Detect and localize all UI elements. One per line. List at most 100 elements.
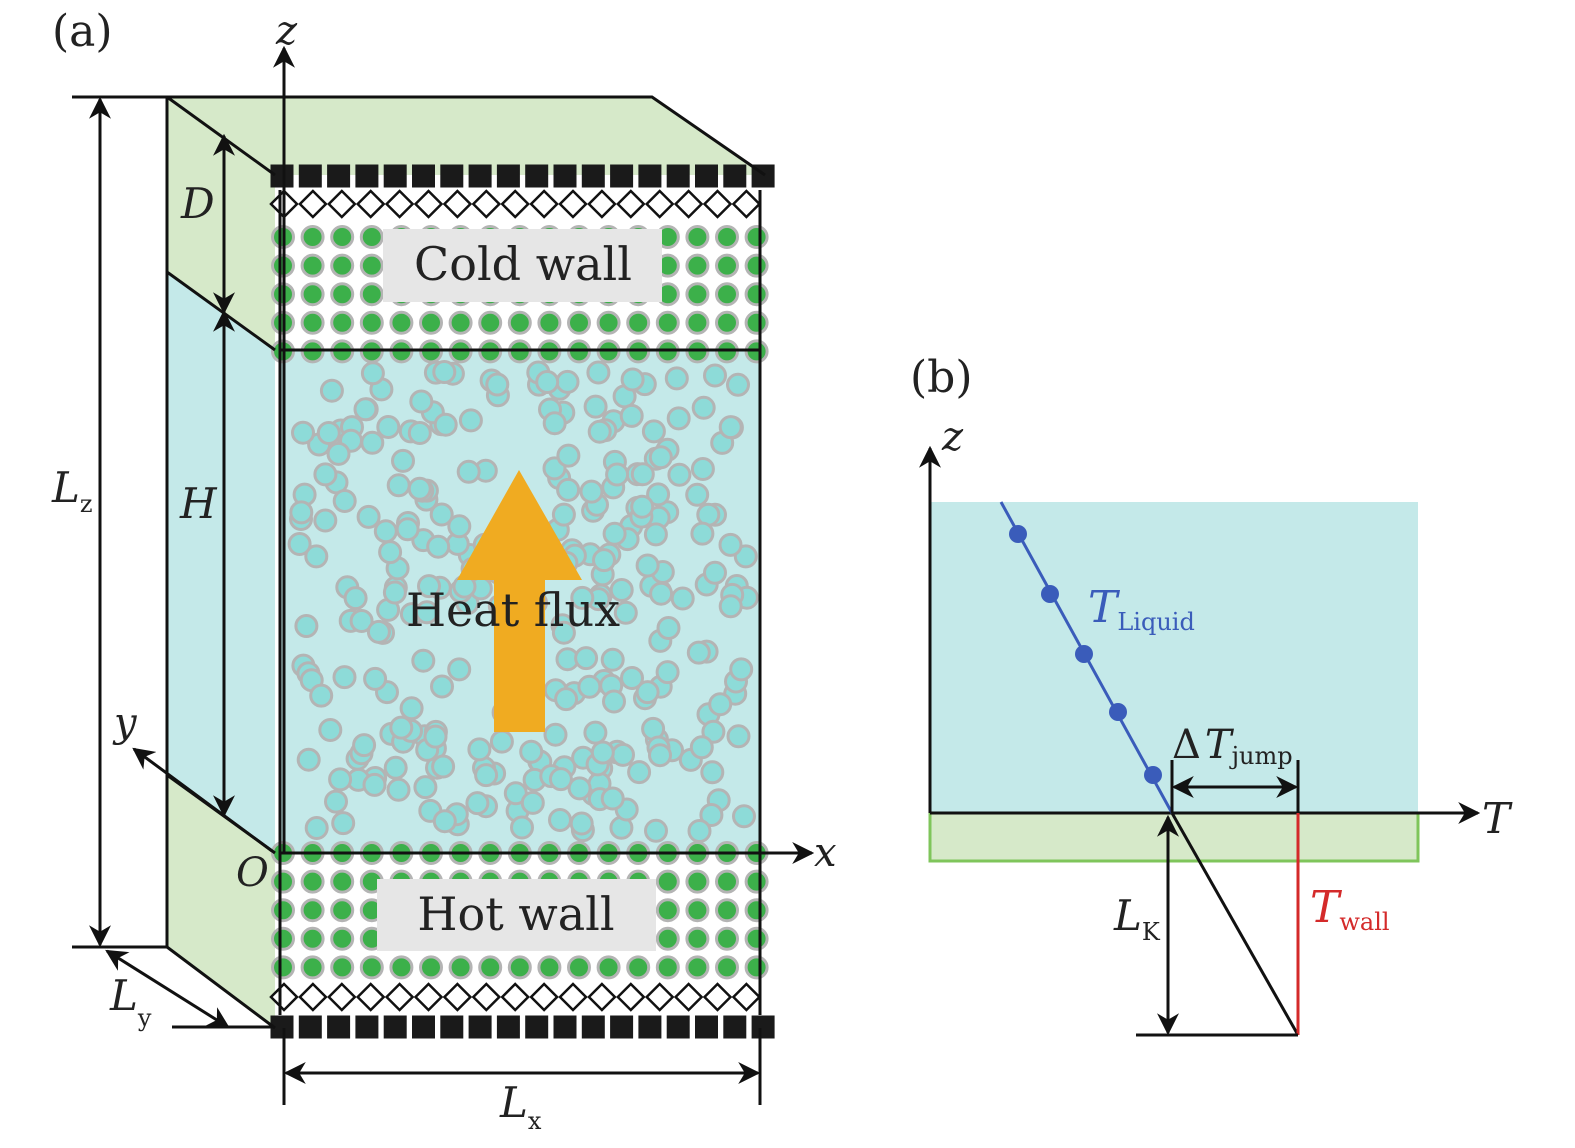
wall-diamond [616,982,646,1012]
liquid-atom [373,519,398,544]
liquid-atom [332,489,357,513]
wall-atom [685,926,710,951]
wall-atom [271,955,295,980]
wall-atom [300,310,325,335]
hot-wall-diamond-row [269,982,762,1012]
liquid-atom [287,532,312,556]
liquid-atom [432,360,457,384]
liquid-atom [586,360,611,385]
liquid-atom [619,403,644,428]
wall-atom [419,955,443,980]
t-liquid-point [1009,525,1027,543]
liquid-atom [687,819,712,843]
liquid-atom [447,514,472,539]
liquid-atom [574,646,599,671]
wall-atom [715,310,739,335]
wall-square [610,164,634,188]
wall-atom [685,955,710,980]
wall-square [638,164,662,188]
liquid-atom [294,614,319,638]
wall-atom [537,955,562,980]
ly-label: Ly [109,971,152,1032]
wall-square [638,1015,662,1039]
wall-diamond [355,189,386,219]
wall-atom [330,310,355,335]
liquid-atom [567,776,592,801]
wall-atom [744,225,769,249]
lk-label: LK [1113,891,1161,946]
wall-square [440,164,464,188]
liquid-atom [366,619,391,644]
wall-atom [271,926,295,951]
lk-main: L [1113,891,1142,940]
liquid-atom [644,818,668,843]
liquid-atom [309,683,334,708]
wall-atom [596,310,621,335]
wall-atom [567,310,591,335]
liquid-atom [433,412,458,437]
wall-atom [655,869,680,894]
liquid-atom [316,421,341,445]
liquid-atom [551,502,576,527]
wall-square [468,164,492,188]
wall-diamond [558,189,588,219]
t-liquid-main: T [1088,582,1121,633]
liquid-atom [304,544,329,569]
liquid-atom [409,389,434,414]
wall-atom [300,282,325,307]
wall-square [270,164,294,188]
wall-diamond [384,982,415,1012]
wall-atom [744,253,769,278]
wall-square [468,1015,492,1039]
wall-square [412,164,435,188]
panel-a: Cold wall Hot wall Heat flux (a) z x y O… [51,6,837,1135]
liquid-atom [318,718,343,742]
t-axis-label-b: T [1482,794,1513,843]
wall-diamond [529,982,559,1012]
liquid-atom [648,445,673,470]
wall-atom [596,955,621,980]
liquid-atom [319,378,344,403]
wall-diamond [673,982,704,1012]
wall-atom [359,310,384,335]
wall-diamond [702,189,733,219]
liquid-atom [510,815,534,840]
wall-square [553,1015,577,1039]
liquid-atom [701,719,726,744]
wall-square [298,1015,322,1039]
liquid-atom [328,767,353,792]
wall-square [525,1015,549,1039]
lz-label-main: L [51,463,80,512]
liquid-atom [399,696,424,721]
cold-wall-label-box [383,229,662,302]
liquid-atom [579,479,604,504]
wall-diamond [327,189,357,219]
wall-atom [715,926,739,951]
liquid-atom [313,508,338,533]
wall-atom [744,282,769,307]
liquid-atom [556,477,581,502]
wall-atom [537,310,562,335]
t-wall-sub: wall [1339,908,1389,936]
liquid-atom [543,722,568,747]
panel-a-label: (a) [52,6,113,57]
liquid-atom [548,767,573,792]
wall-atom [330,869,355,894]
liquid-atom [413,775,438,800]
liquid-atom [519,739,544,764]
liquid-atom [485,372,510,397]
liquid-atom [718,594,743,619]
wall-atom [448,310,473,335]
t-liquid-label: TLiquid [1088,582,1195,636]
liquid-atom [353,397,378,422]
wall-diamond [471,982,502,1012]
wall-square [695,164,718,188]
wall-atom [715,898,739,923]
wall-atom [685,869,710,894]
liquid-atom [426,534,451,559]
panel-b-label: (b) [910,352,973,403]
liquid-atom [417,574,441,599]
liquid-atom [556,443,581,468]
lz-label: Lz [51,463,93,518]
liquid-atom [649,581,674,606]
